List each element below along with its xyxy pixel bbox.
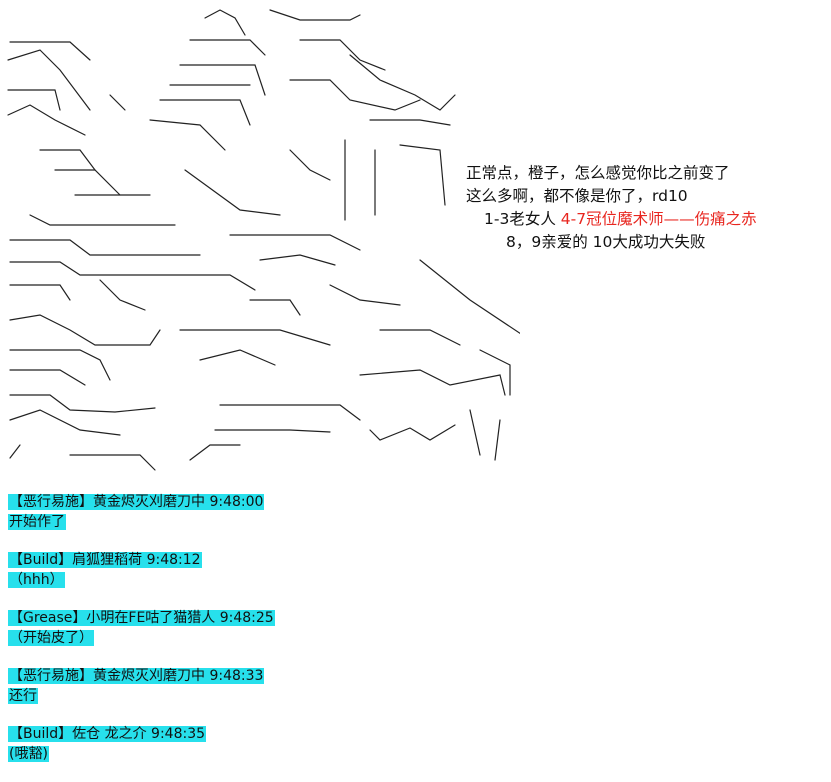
dialog-line-2: 这么多啊，都不像是你了，rd10	[466, 187, 688, 205]
chat-message: 【恶行易施】黄金烬灭刈磨刀中 9:48:33 还行	[8, 666, 275, 706]
chat-message-body: （开始皮了）	[8, 630, 94, 646]
ascii-art-svg	[7, 9, 531, 471]
chat-message-header: 【恶行易施】黄金烬灭刈磨刀中 9:48:33	[8, 668, 265, 684]
chat-message-header: 【Build】佐仓 龙之介 9:48:35	[8, 726, 207, 742]
chat-message: 【Grease】小明在FE咕了猫猎人 9:48:25 （开始皮了）	[8, 608, 275, 648]
chat-message-body: (哦豁)	[8, 746, 49, 762]
dialog-line-1: 正常点，橙子，怎么感觉你比之前变了	[466, 164, 730, 182]
chat-message-body: 开始作了	[8, 514, 66, 530]
chat-log: 【恶行易施】黄金烬灭刈磨刀中 9:48:00 开始作了 【Build】肩狐狸稻荷…	[8, 492, 275, 782]
dialog-line-3-red: 4-7冠位魔术师——伤痛之赤	[560, 210, 757, 228]
ascii-art-figure	[0, 0, 531, 480]
dialog-line-3: 1-3老女人 4-7冠位魔术师——伤痛之赤	[466, 208, 757, 231]
chat-message-header: 【Build】肩狐狸稻荷 9:48:12	[8, 552, 202, 568]
dialog-text: 正常点，橙子，怎么感觉你比之前变了 这么多啊，都不像是你了，rd10 1-3老女…	[466, 162, 757, 254]
chat-message-header: 【Grease】小明在FE咕了猫猎人 9:48:25	[8, 610, 275, 626]
chat-message: 【恶行易施】黄金烬灭刈磨刀中 9:48:00 开始作了	[8, 492, 275, 532]
dialog-line-3-prefix: 1-3老女人	[484, 210, 561, 228]
chat-message-body: （hhh）	[8, 572, 65, 588]
chat-message-header: 【恶行易施】黄金烬灭刈磨刀中 9:48:00	[8, 494, 265, 510]
dialog-line-4: 8，9亲爱的 10大成功大失败	[506, 233, 706, 251]
chat-message-body: 还行	[8, 688, 38, 704]
chat-message: 【Build】佐仓 龙之介 9:48:35 (哦豁)	[8, 724, 275, 764]
chat-message: 【Build】肩狐狸稻荷 9:48:12 （hhh）	[8, 550, 275, 590]
